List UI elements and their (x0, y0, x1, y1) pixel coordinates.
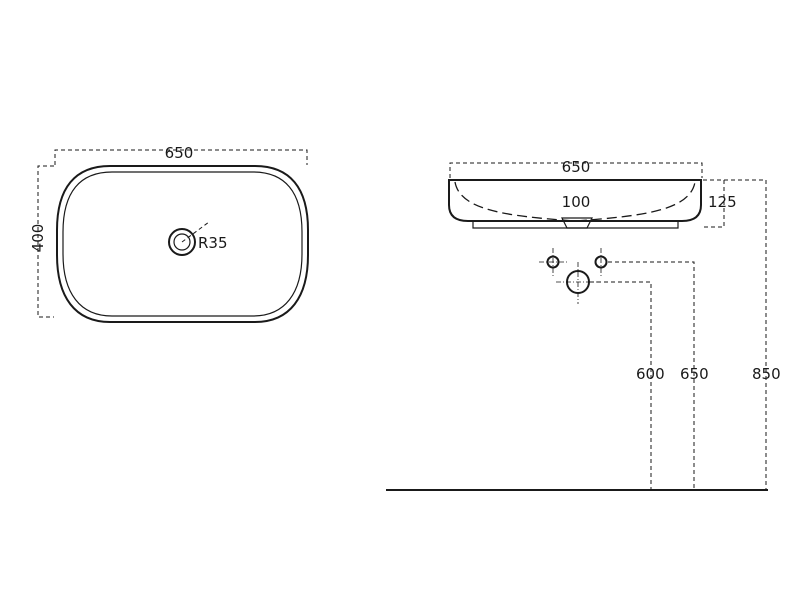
basin-inner-outline (62, 171, 303, 317)
drain-outer-ring (168, 228, 196, 256)
installation-view: 650 600 (386, 248, 768, 491)
bowl-depth-label: 100 (562, 193, 591, 211)
basin-top-height-label: 850 (752, 365, 781, 383)
side-width-dimension-line (449, 162, 703, 178)
left-water-connection (546, 255, 560, 269)
top-view: 650 400 R35 (29, 144, 309, 323)
drain-radius-leader (181, 221, 210, 243)
tap-height-label: 650 (680, 365, 709, 383)
basin-side-outline (448, 179, 702, 222)
tap-height-dimension-line (608, 261, 695, 490)
basin-outer-outline (56, 165, 309, 323)
drain-radius-label: R35 (198, 234, 228, 252)
drain-height-dimension-line (590, 281, 652, 490)
top-width-dimension-line (54, 149, 308, 165)
side-height-label: 125 (708, 193, 737, 211)
drain-fitting (561, 217, 593, 229)
top-depth-dimension-line (37, 165, 54, 318)
basin-foot (472, 221, 679, 229)
drain-inner-ring (173, 233, 191, 251)
right-water-connection (594, 255, 608, 269)
side-view: 650 100 125 850 (448, 158, 781, 490)
top-width-label: 650 (165, 144, 194, 162)
side-width-label: 650 (562, 158, 591, 176)
top-depth-label: 400 (29, 224, 47, 253)
basin-top-extension-line (703, 179, 767, 490)
drain-height-label: 600 (636, 365, 665, 383)
